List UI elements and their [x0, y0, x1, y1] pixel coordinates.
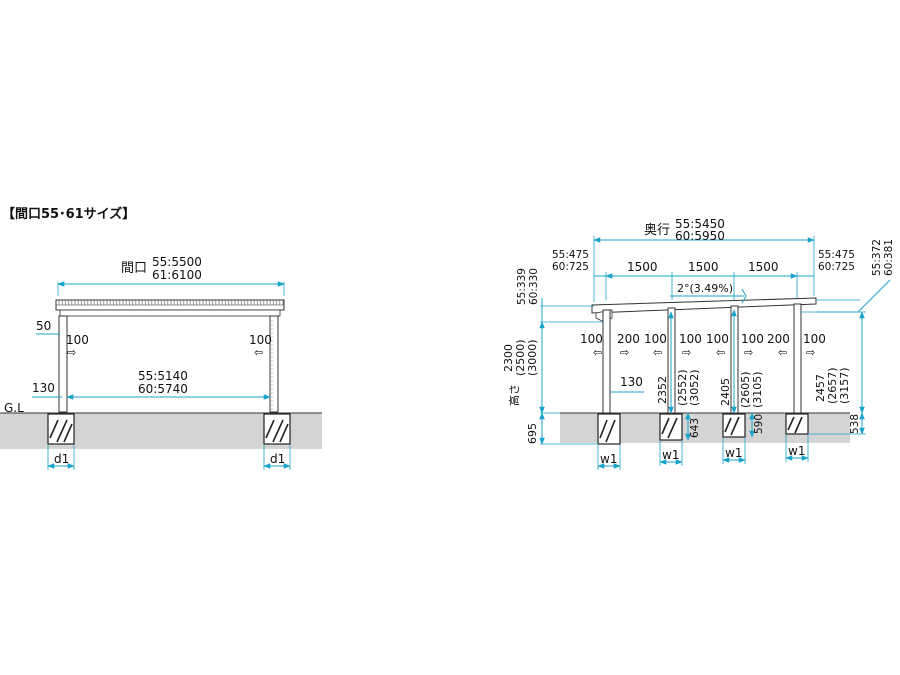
side-arrow-icon-3: ⇦ — [653, 346, 662, 359]
front-gl-label: G.L — [4, 401, 24, 415]
side-roof-right-55: 55:372 — [871, 239, 883, 276]
side-mid2-b: (2605) — [739, 371, 752, 408]
side-embed-right: 538 — [849, 414, 861, 434]
side-mid2-a: 2405 — [719, 378, 732, 406]
front-inner-55: 55:5140 — [138, 369, 188, 383]
side-arrow-icon-7: ⇦ — [778, 346, 787, 359]
side-over-right-60: 60:725 — [818, 261, 855, 273]
side-over-left-55: 55:475 — [552, 249, 589, 261]
side-mid1-b: (2552) — [676, 369, 689, 406]
side-dim-130: 130 — [620, 375, 643, 389]
side-mid2-embed: 590 — [753, 414, 765, 434]
side-footing-4 — [785, 413, 809, 435]
side-roof-left-60: 60:330 — [528, 268, 540, 305]
front-width-55: 55:5500 — [152, 255, 202, 269]
side-post-dim-8: 100 — [803, 332, 826, 346]
side-height-b: (2500) — [514, 339, 527, 376]
side-height-word: 高さ — [507, 384, 521, 406]
side-arrow-icon-4: ⇨ — [682, 346, 691, 359]
side-post-4 — [793, 303, 802, 414]
side-depth-55: 55:5450 — [675, 217, 725, 231]
front-post-right — [269, 315, 279, 413]
side-post-dim-1: 100 — [580, 332, 603, 346]
front-width-label: 間口 — [121, 261, 147, 276]
side-mid1-embed: 643 — [689, 418, 701, 438]
front-dim-50: 50 — [36, 319, 51, 333]
front-post-left — [58, 315, 68, 413]
side-mid2-c: (3105) — [751, 371, 764, 408]
side-mid1-c: (3052) — [688, 369, 701, 406]
front-width-61: 61:6100 — [152, 268, 202, 282]
side-right-b: (2657) — [826, 367, 839, 404]
side-over-right-55: 55:475 — [818, 249, 855, 261]
front-footing-right — [263, 413, 291, 445]
side-post-dim-7: 200 — [767, 332, 790, 346]
front-d1-left: d1 — [54, 452, 69, 466]
side-depth-label: 奥行 — [644, 223, 670, 238]
front-dim-130: 130 — [32, 381, 55, 395]
side-footing-2 — [659, 413, 683, 441]
side-footing-1 — [597, 413, 621, 445]
front-arrow-right-icon: ⇨ — [67, 346, 76, 359]
side-footing-3 — [722, 413, 746, 438]
side-post-dim-6: 100 — [741, 332, 764, 346]
front-d1-right: d1 — [270, 452, 285, 466]
side-over-left-60: 60:725 — [552, 261, 589, 273]
side-view: 奥行 55:5450 60:5950 55:475 60:725 55:475 … — [502, 217, 895, 470]
side-w1-3: w1 — [725, 446, 742, 460]
side-w1-1: w1 — [600, 452, 617, 466]
side-right-a: 2457 — [814, 374, 827, 402]
side-post-dim-2: 200 — [617, 332, 640, 346]
side-arrow-icon-1: ⇦ — [593, 346, 602, 359]
side-span-1: 1500 — [627, 260, 658, 274]
side-roof-right-60: 60:381 — [883, 239, 895, 276]
side-post-1 — [602, 309, 611, 414]
side-w1-2: w1 — [662, 448, 679, 462]
side-arrow-icon-8: ⇨ — [806, 346, 815, 359]
front-dim-100-right: 100 — [249, 333, 272, 347]
side-arrow-icon-6: ⇨ — [744, 346, 753, 359]
front-footing-left — [47, 413, 75, 445]
front-inner-60: 60:5740 — [138, 382, 188, 396]
side-arrow-icon-2: ⇨ — [620, 346, 629, 359]
side-arrow-icon-5: ⇦ — [716, 346, 725, 359]
side-depth-60: 60:5950 — [675, 229, 725, 243]
side-slope-label: 2°(3.49%) — [677, 282, 733, 295]
side-span-2: 1500 — [688, 260, 719, 274]
side-post-dim-3: 100 — [644, 332, 667, 346]
side-right-c: (3157) — [838, 367, 851, 404]
side-post-dim-4: 100 — [679, 332, 702, 346]
front-view: 間口 55:5500 61:6100 50 100 ⇨ 100 ⇦ 55:514… — [0, 255, 322, 470]
side-height-a: 2300 — [502, 344, 515, 372]
side-embed-left: 695 — [526, 423, 539, 444]
size-title: 【間口55･61サイズ】 — [2, 206, 135, 222]
side-mid1-a: 2352 — [656, 376, 669, 404]
side-height-c: (3000) — [526, 339, 539, 376]
side-w1-4: w1 — [788, 444, 805, 458]
front-dim-100-left: 100 — [66, 333, 89, 347]
side-post-dim-5: 100 — [706, 332, 729, 346]
side-span-3: 1500 — [748, 260, 779, 274]
front-roof — [55, 299, 285, 317]
side-roof — [591, 297, 817, 314]
side-roof-left-55: 55:339 — [516, 268, 528, 305]
front-arrow-left-icon: ⇦ — [254, 346, 263, 359]
